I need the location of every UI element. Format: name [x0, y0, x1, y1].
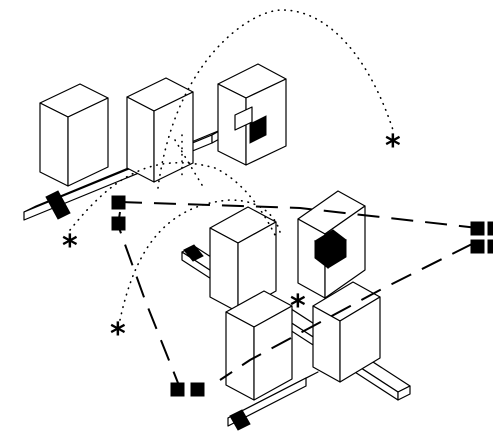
upper-block-left	[39, 83, 109, 187]
filled-square-icon	[487, 221, 493, 236]
square-markers	[111, 195, 493, 397]
lower-block-front-left	[225, 290, 293, 401]
lower-right-assembly	[181, 190, 411, 431]
dark-cube-side	[327, 239, 347, 269]
dashed-path-top	[119, 201, 479, 229]
lower-block-back-left	[209, 206, 277, 313]
cross-bar-end-dark	[229, 409, 251, 431]
dotted-arc-top	[157, 9, 394, 189]
upper-left-assembly	[23, 63, 287, 221]
upper-block-right	[217, 63, 287, 166]
dotted-arc-mid	[69, 161, 276, 236]
dashed-path-left	[116, 211, 181, 389]
window-outline	[234, 106, 253, 131]
bar-end-dark-patch	[45, 190, 71, 220]
filled-square-icon	[170, 382, 185, 397]
window-dark	[249, 115, 267, 144]
filled-square-icon	[111, 195, 126, 210]
filled-square-icon	[470, 221, 485, 236]
filled-square-icon	[487, 239, 493, 254]
star-markers: * * * *	[62, 129, 401, 352]
star-icon: *	[385, 129, 401, 164]
dotted-connectors	[69, 9, 394, 321]
dashed-path-right	[219, 243, 473, 381]
star-icon: *	[110, 317, 126, 352]
lower-block-front-right	[312, 281, 381, 383]
filled-square-icon	[111, 216, 126, 231]
upper-block-middle	[126, 77, 194, 183]
filled-square-icon	[470, 239, 485, 254]
star-icon: *	[290, 289, 306, 324]
star-icon: *	[62, 229, 78, 264]
lower-cross-bar	[227, 371, 319, 431]
dotted-arc-low	[119, 199, 281, 321]
filled-square-icon	[190, 382, 205, 397]
diagonal-bar-end-dark	[183, 244, 204, 262]
lower-block-back-right	[297, 190, 366, 299]
